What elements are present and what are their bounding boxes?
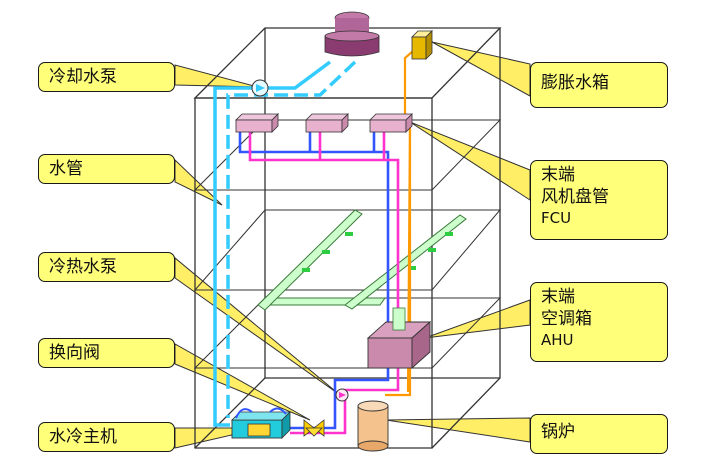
leader-expansion-tank <box>431 41 531 97</box>
fcu-label-line2: 风机盘管 <box>541 186 609 207</box>
leader-fcu <box>409 121 531 201</box>
ahu-label-line2: 空调箱 <box>541 308 592 329</box>
cooling-pump-label: 冷却水泵 <box>49 67 117 87</box>
leader-reversing-valve <box>174 343 311 421</box>
water-pipe-label: 水管 <box>49 159 83 179</box>
chilled-return-pipes <box>238 130 390 430</box>
leader-ahu <box>424 299 531 339</box>
ahu-callout: 末端 空调箱 AHU <box>530 282 668 362</box>
reversing-valve-label: 换向阀 <box>49 343 100 363</box>
reversing-valves <box>303 419 325 437</box>
hot-cold-pump <box>335 388 349 402</box>
cooling-water-pipes <box>213 60 357 427</box>
expansion-tank <box>411 30 433 60</box>
ahu-ducts <box>256 209 467 311</box>
cooling-tower <box>324 11 380 57</box>
expansion-tank-callout: 膨胀水箱 <box>530 62 668 108</box>
boiler-callout: 锅炉 <box>530 414 668 454</box>
chiller <box>231 407 291 439</box>
ahu-unit <box>366 307 432 370</box>
ahu-label-line1: 末端 <box>541 287 575 307</box>
expansion-tank-label: 膨胀水箱 <box>541 73 609 93</box>
fcu-units <box>235 113 413 133</box>
building-frame <box>193 27 502 449</box>
chiller-callout: 水冷主机 <box>38 422 175 452</box>
ahu-label-line3: AHU <box>541 330 574 349</box>
hot-cold-pump-callout: 冷热水泵 <box>38 252 175 282</box>
hot-cold-pump-label: 冷热水泵 <box>49 257 117 277</box>
water-pipe-callout: 水管 <box>38 154 175 184</box>
fcu-label-line3: FCU <box>541 208 572 227</box>
chiller-label: 水冷主机 <box>49 427 117 447</box>
leader-water-pipe <box>174 158 223 206</box>
boiler-label: 锅炉 <box>541 422 575 442</box>
fcu-label-line1: 末端 <box>541 165 575 185</box>
boiler <box>357 400 389 452</box>
reversing-valve-callout: 换向阀 <box>38 338 175 368</box>
cooling-pump <box>251 79 269 97</box>
cooling-pump-callout: 冷却水泵 <box>38 62 175 92</box>
floor-slabs <box>193 119 502 369</box>
fcu-callout: 末端 风机盘管 FCU <box>530 160 668 240</box>
